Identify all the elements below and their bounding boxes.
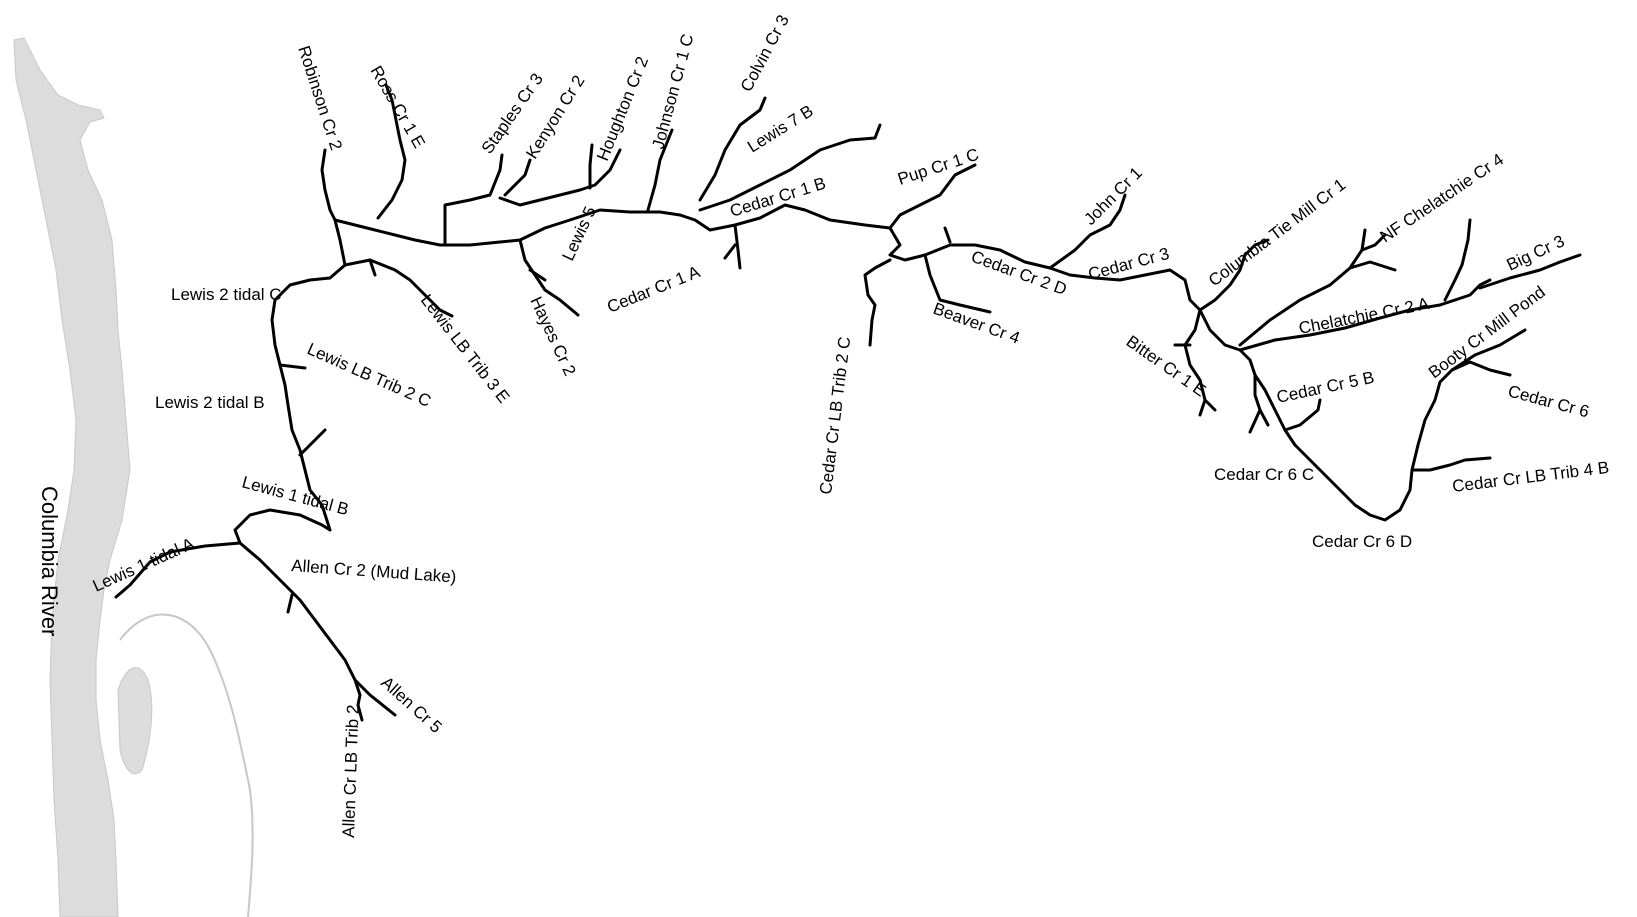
stream-big-cr-3 bbox=[1478, 253, 1582, 290]
label-columbia-river: Columbia River bbox=[37, 486, 62, 636]
columbia-river-island bbox=[119, 613, 254, 917]
stream-beaver-cr-spur bbox=[943, 226, 952, 244]
stream-cedar-cr-6c bbox=[1253, 373, 1270, 427]
stream-robinson-cr-2 bbox=[320, 148, 337, 222]
label-beaver-cr-4: Beaver Cr 4 bbox=[931, 299, 1023, 348]
label-bitter-cr-1e: Bitter Cr 1 E bbox=[1123, 332, 1210, 401]
stream-allen-cr-2 bbox=[238, 541, 397, 717]
stream-staples-cr-3 bbox=[443, 153, 504, 247]
stream-john-cr-1 bbox=[1048, 193, 1127, 270]
label-johnson-cr-1c: Johnson Cr 1 C bbox=[649, 32, 698, 151]
label-cedar-cr-lb-trib-4b: Cedar Cr LB Trib 4 B bbox=[1451, 458, 1610, 496]
stream-cedar-cr-1a-trib-2 bbox=[723, 243, 737, 260]
label-hayes-cr-2: Hayes Cr 2 bbox=[526, 294, 579, 379]
label-lewis-2-tidal-c: Lewis 2 tidal C bbox=[171, 285, 282, 304]
stream-lewis-1-tidal-b bbox=[233, 508, 332, 545]
stream-johnson-cr-1c bbox=[646, 128, 674, 212]
stream-colvin-cr-3 bbox=[698, 96, 767, 202]
stream-cedar-cr-3 bbox=[1048, 266, 1202, 312]
label-allen-cr-5: Allen Cr 5 bbox=[377, 673, 445, 737]
label-pup-cr-1c: Pup Cr 1 C bbox=[895, 145, 981, 189]
stream-cedar-cr-6d bbox=[1293, 360, 1472, 522]
label-cedar-cr-6c: Cedar Cr 6 C bbox=[1214, 465, 1314, 484]
label-big-cr-3: Big Cr 3 bbox=[1504, 231, 1568, 274]
stream-lewis-lb-trib-2c bbox=[298, 428, 327, 457]
stream-chelatchie-upper bbox=[1443, 218, 1472, 302]
label-columbia-tie-mill-cr-1: Columbia Tie Mill Cr 1 bbox=[1205, 175, 1349, 290]
stream-lewis-lb-trib-3e-spur bbox=[368, 258, 377, 277]
stream-booty-cr-mill-pond bbox=[1450, 328, 1527, 372]
stream-network bbox=[114, 83, 1582, 722]
stream-cedar-cr-1a-trib bbox=[733, 223, 742, 270]
stream-bitter-cr-spur-b bbox=[1198, 398, 1207, 417]
label-nf-chelatchie-cr-4: NF Chelatchie Cr 4 bbox=[1377, 150, 1507, 247]
label-lewis-5: Lewis 5 bbox=[558, 203, 600, 263]
label-lewis-lb-trib-2c: Lewis LB Trib 2 C bbox=[304, 339, 433, 411]
label-cedar-cr-lb-trib-2c: Cedar Cr LB Trib 2 C bbox=[816, 336, 854, 496]
stream-kenyon-cr-2 bbox=[503, 158, 532, 197]
stream-cedar-cr-5b-trib bbox=[1283, 398, 1322, 432]
stream-cedar-cr-lb-trib-4b bbox=[1410, 456, 1492, 472]
columbia-river-channel bbox=[13, 37, 131, 917]
stream-lewis-main bbox=[333, 208, 682, 247]
map-labels: Columbia River Robinson Cr 2 Ross Cr 1 E… bbox=[37, 12, 1610, 838]
label-lewis-lb-trib-3e: Lewis LB Trib 3 E bbox=[417, 291, 513, 407]
stream-cedar-cr-lb-trib-2c bbox=[863, 258, 892, 347]
stream-lewis-2-tidal-b-spur bbox=[278, 363, 307, 370]
label-cedar-cr-6d: Cedar Cr 6 D bbox=[1312, 532, 1412, 551]
stream-cedar-cr-1a bbox=[678, 203, 892, 232]
columbia-river bbox=[13, 37, 254, 917]
stream-nf-chelatchie-spur-2 bbox=[1360, 233, 1387, 252]
stream-lewis-2-tidal-b bbox=[270, 298, 332, 532]
stream-lewis-2-tidal-c bbox=[273, 218, 347, 302]
stream-hayes-cr-2 bbox=[518, 238, 580, 317]
label-chelatchie-cr-2a: Chelatchie Cr 2 A bbox=[1297, 294, 1431, 338]
stream-lewis-lb-trib-3e bbox=[343, 258, 454, 318]
label-ross-cr-1e: Ross Cr 1 E bbox=[367, 63, 429, 152]
stream-lewis-5 bbox=[498, 148, 622, 207]
label-colvin-cr-3: Colvin Cr 3 bbox=[737, 12, 793, 95]
stream-columbia-tie-mill-cr-1 bbox=[1198, 238, 1270, 312]
label-cedar-cr-5b: Cedar Cr 5 B bbox=[1275, 368, 1376, 407]
label-houghton-cr-2: Houghton Cr 2 bbox=[593, 54, 652, 164]
stream-pup-cr-1c bbox=[888, 163, 977, 230]
stream-ross-cr-1e bbox=[376, 83, 407, 220]
columbia-river-island-shoal bbox=[117, 667, 153, 775]
stream-allen-tick bbox=[286, 593, 294, 614]
label-allen-cr-2: Allen Cr 2 (Mud Lake) bbox=[291, 556, 457, 586]
label-lewis-2-tidal-b: Lewis 2 tidal B bbox=[155, 393, 265, 412]
stream-cedar-main-a bbox=[888, 226, 1052, 270]
label-cedar-cr-1a: Cedar Cr 1 A bbox=[604, 262, 703, 317]
stream-cedar-cr-6c-spur bbox=[1248, 408, 1262, 434]
stream-houghton-cr-2 bbox=[588, 143, 594, 190]
stream-lewis-7b bbox=[698, 123, 882, 212]
stream-chelatchie-cr-2a bbox=[1238, 278, 1492, 352]
label-lewis-7b: Lewis 7 B bbox=[744, 101, 817, 156]
label-cedar-cr-2d: Cedar Cr 2 D bbox=[969, 247, 1070, 299]
stream-cedar-cr-6 bbox=[1468, 360, 1512, 377]
stream-nf-chelatchie-spur bbox=[1348, 260, 1397, 272]
label-cedar-cr-6: Cedar Cr 6 bbox=[1506, 382, 1591, 422]
stream-allen-cr-lb-trib-2 bbox=[353, 678, 364, 722]
label-allen-cr-lb-trib-2: Allen Cr LB Trib 2 bbox=[339, 704, 363, 838]
stream-lewis-1-tidal-a bbox=[114, 541, 242, 599]
stream-beaver-cr-4 bbox=[923, 253, 992, 314]
stream-cedar-cr-5b bbox=[1198, 308, 1297, 447]
stream-hayes-spur bbox=[528, 268, 547, 282]
label-robinson-cr-2: Robinson Cr 2 bbox=[294, 43, 346, 152]
